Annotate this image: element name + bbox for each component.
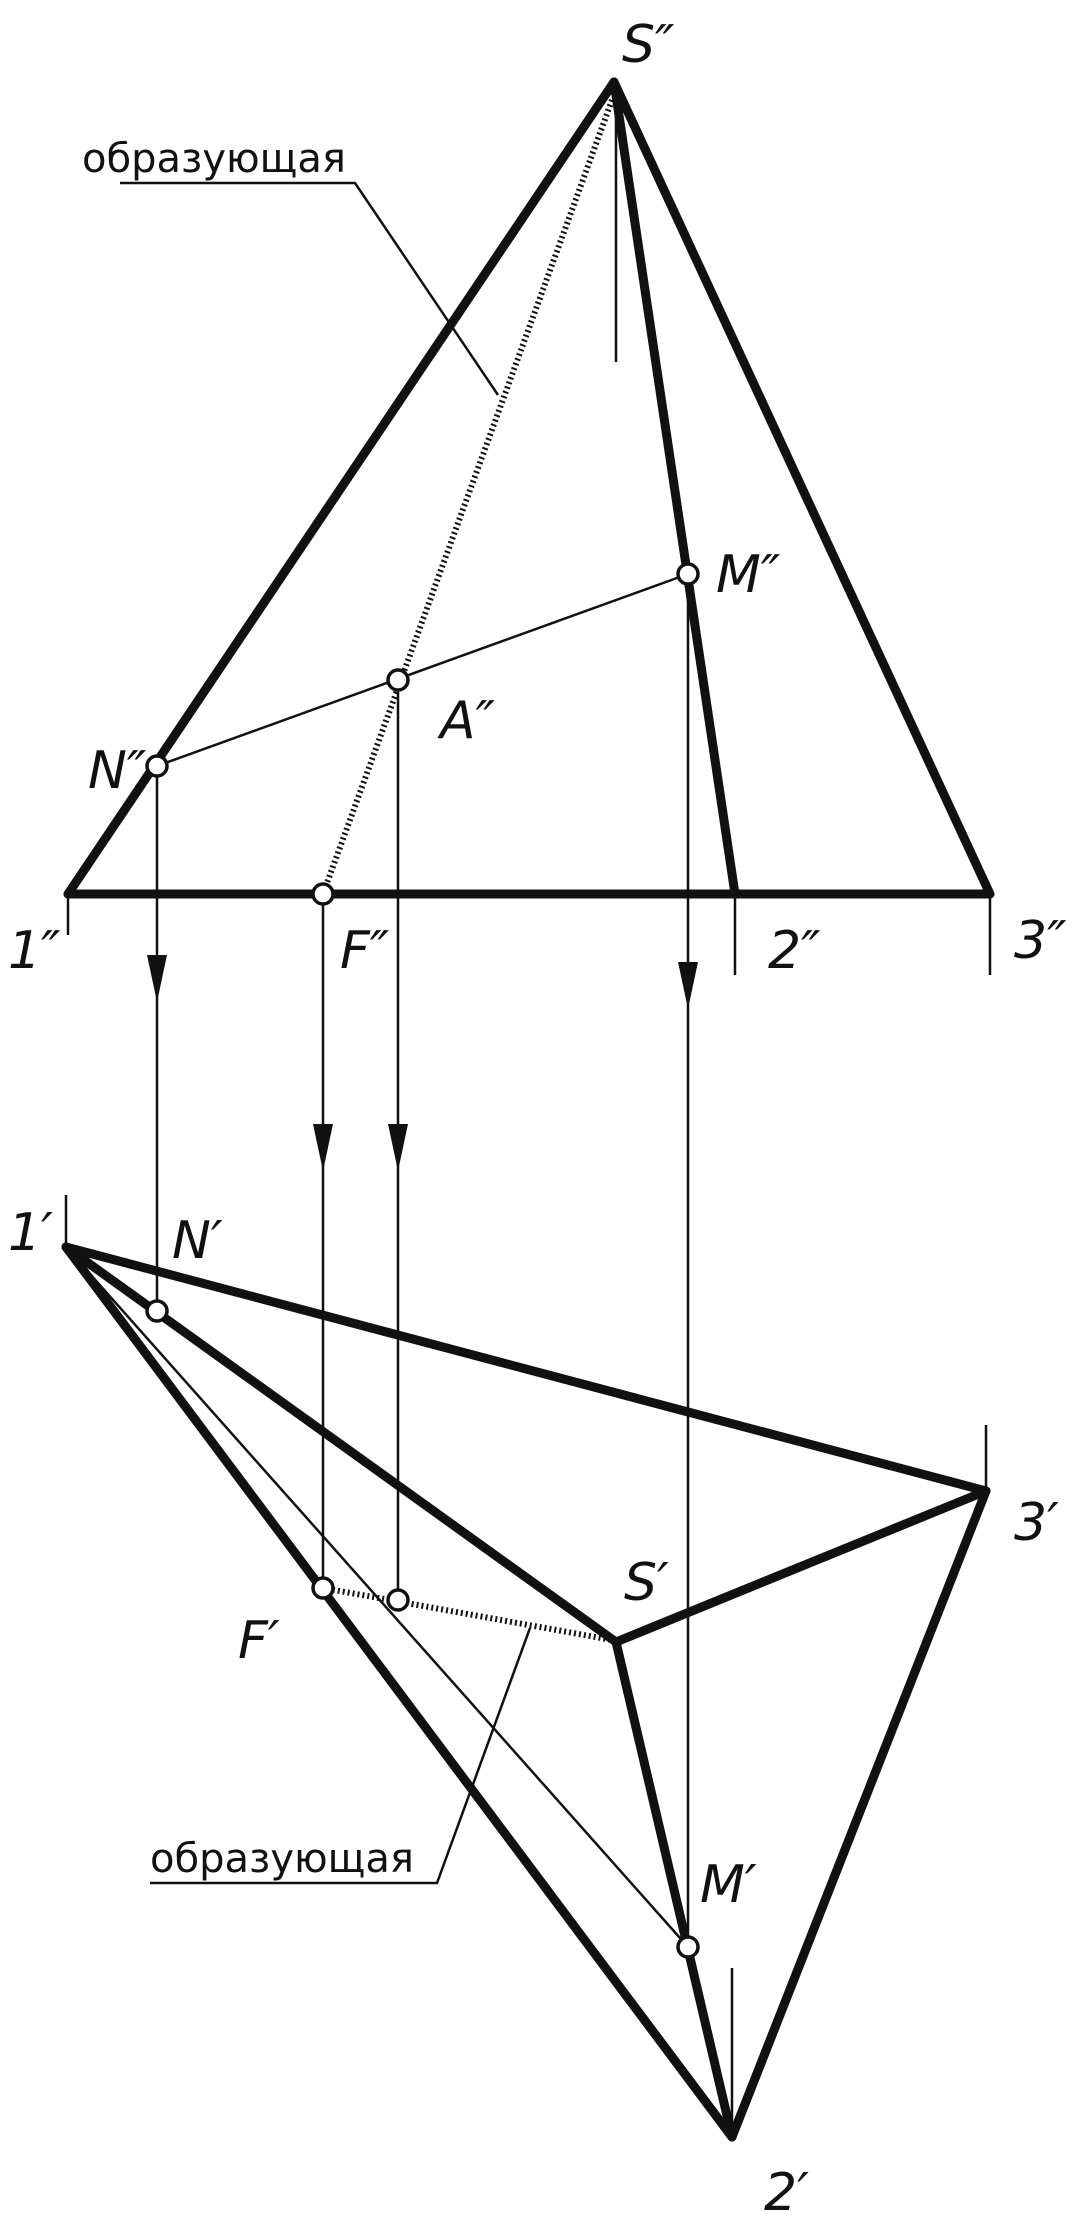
label-1-front: 1″ (8, 921, 61, 981)
point-a2 (386, 668, 410, 692)
leader-generatrix-bottom (150, 1627, 532, 1885)
label-2-top: 2′ (764, 2163, 809, 2222)
edge-1-3-top (61, 1242, 991, 1496)
label-f2: F″ (340, 921, 390, 981)
label-3-front: 3″ (1014, 911, 1067, 971)
edge-1-2-top (61, 1242, 737, 2142)
line-nm-front (156, 572, 689, 768)
point-n1 (145, 1299, 169, 1323)
frontal-projection (63, 77, 995, 975)
label-s1: S′ (624, 1553, 669, 1613)
line-1-m1 (65, 1246, 689, 1948)
label-m2: M″ (716, 545, 781, 605)
leader-generatrix-top (120, 181, 500, 396)
edge-3-2-top (727, 1486, 991, 2142)
edge-s2-2 (609, 77, 740, 899)
edge-s2-3 (609, 77, 995, 899)
point-f2 (311, 882, 335, 906)
edge-2-s1 (611, 1637, 737, 2142)
point-a1 (386, 1588, 410, 1612)
projection-links (147, 584, 698, 1937)
horizontal-projection (61, 1195, 991, 2142)
label-a2: A″ (437, 691, 496, 751)
arrow-m (678, 962, 698, 1009)
point-n2 (145, 754, 169, 778)
label-f1: F′ (238, 1611, 280, 1671)
edge-3-s1 (611, 1486, 991, 1647)
generatrix-sf-front (320, 98, 615, 896)
label-1-top: 1′ (8, 1203, 53, 1263)
label-n2: N″ (88, 741, 147, 801)
label-s2: S″ (622, 15, 675, 75)
label-m1: M′ (700, 1855, 757, 1915)
generatrix-sf-top (322, 1585, 613, 1643)
point-f1 (311, 1576, 335, 1600)
labels: S″ M″ N″ A″ F″ 1″ 2″ 3″ 1′ N′ 3′ S′ F′ M… (8, 15, 1067, 2222)
label-2-front: 2″ (768, 921, 821, 981)
caption-generatrix-top: образующая (82, 136, 346, 182)
arrow-f (313, 1124, 333, 1171)
label-n1: N′ (172, 1211, 223, 1271)
point-m1 (676, 1935, 700, 1959)
arrow-n (147, 955, 167, 1002)
caption-generatrix-bottom: образующая (150, 1836, 414, 1882)
label-3-top: 3′ (1014, 1493, 1059, 1553)
arrow-a (388, 1124, 408, 1171)
point-m2 (676, 562, 700, 586)
